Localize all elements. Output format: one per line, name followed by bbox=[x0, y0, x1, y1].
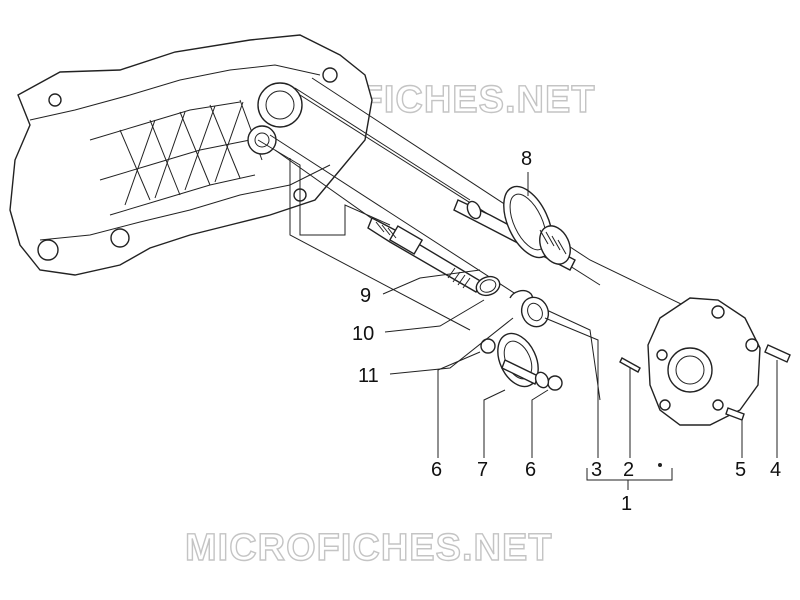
callout-10: 10 bbox=[352, 323, 374, 345]
callout-9: 9 bbox=[360, 285, 371, 307]
watermark-bottom: MICROFICHES.NET bbox=[185, 527, 553, 569]
dowel-pin bbox=[619, 357, 641, 373]
bushing-right bbox=[547, 375, 563, 391]
callout-5: 5 bbox=[735, 459, 746, 481]
bearing bbox=[520, 296, 550, 328]
callout-leaders bbox=[382, 172, 778, 490]
callout-1: 1 bbox=[621, 493, 632, 515]
callout-6-right: 6 bbox=[525, 459, 536, 481]
bushing-left bbox=[480, 338, 496, 354]
cover-bolt bbox=[764, 344, 791, 363]
callout-2: 2 bbox=[623, 459, 634, 481]
transmission-cover bbox=[647, 297, 761, 426]
callout-4: 4 bbox=[770, 459, 781, 481]
final-gear bbox=[497, 332, 550, 389]
snap-ring bbox=[475, 275, 501, 297]
intermediate-gear-shaft bbox=[453, 185, 576, 271]
callout-8: 8 bbox=[521, 148, 532, 170]
callout-6-left: 6 bbox=[431, 459, 442, 481]
input-shaft bbox=[367, 217, 483, 293]
crankcase-housing bbox=[9, 34, 373, 276]
callout-7: 7 bbox=[477, 459, 488, 481]
callout-11: 11 bbox=[358, 365, 379, 387]
callout-3: 3 bbox=[591, 459, 602, 481]
